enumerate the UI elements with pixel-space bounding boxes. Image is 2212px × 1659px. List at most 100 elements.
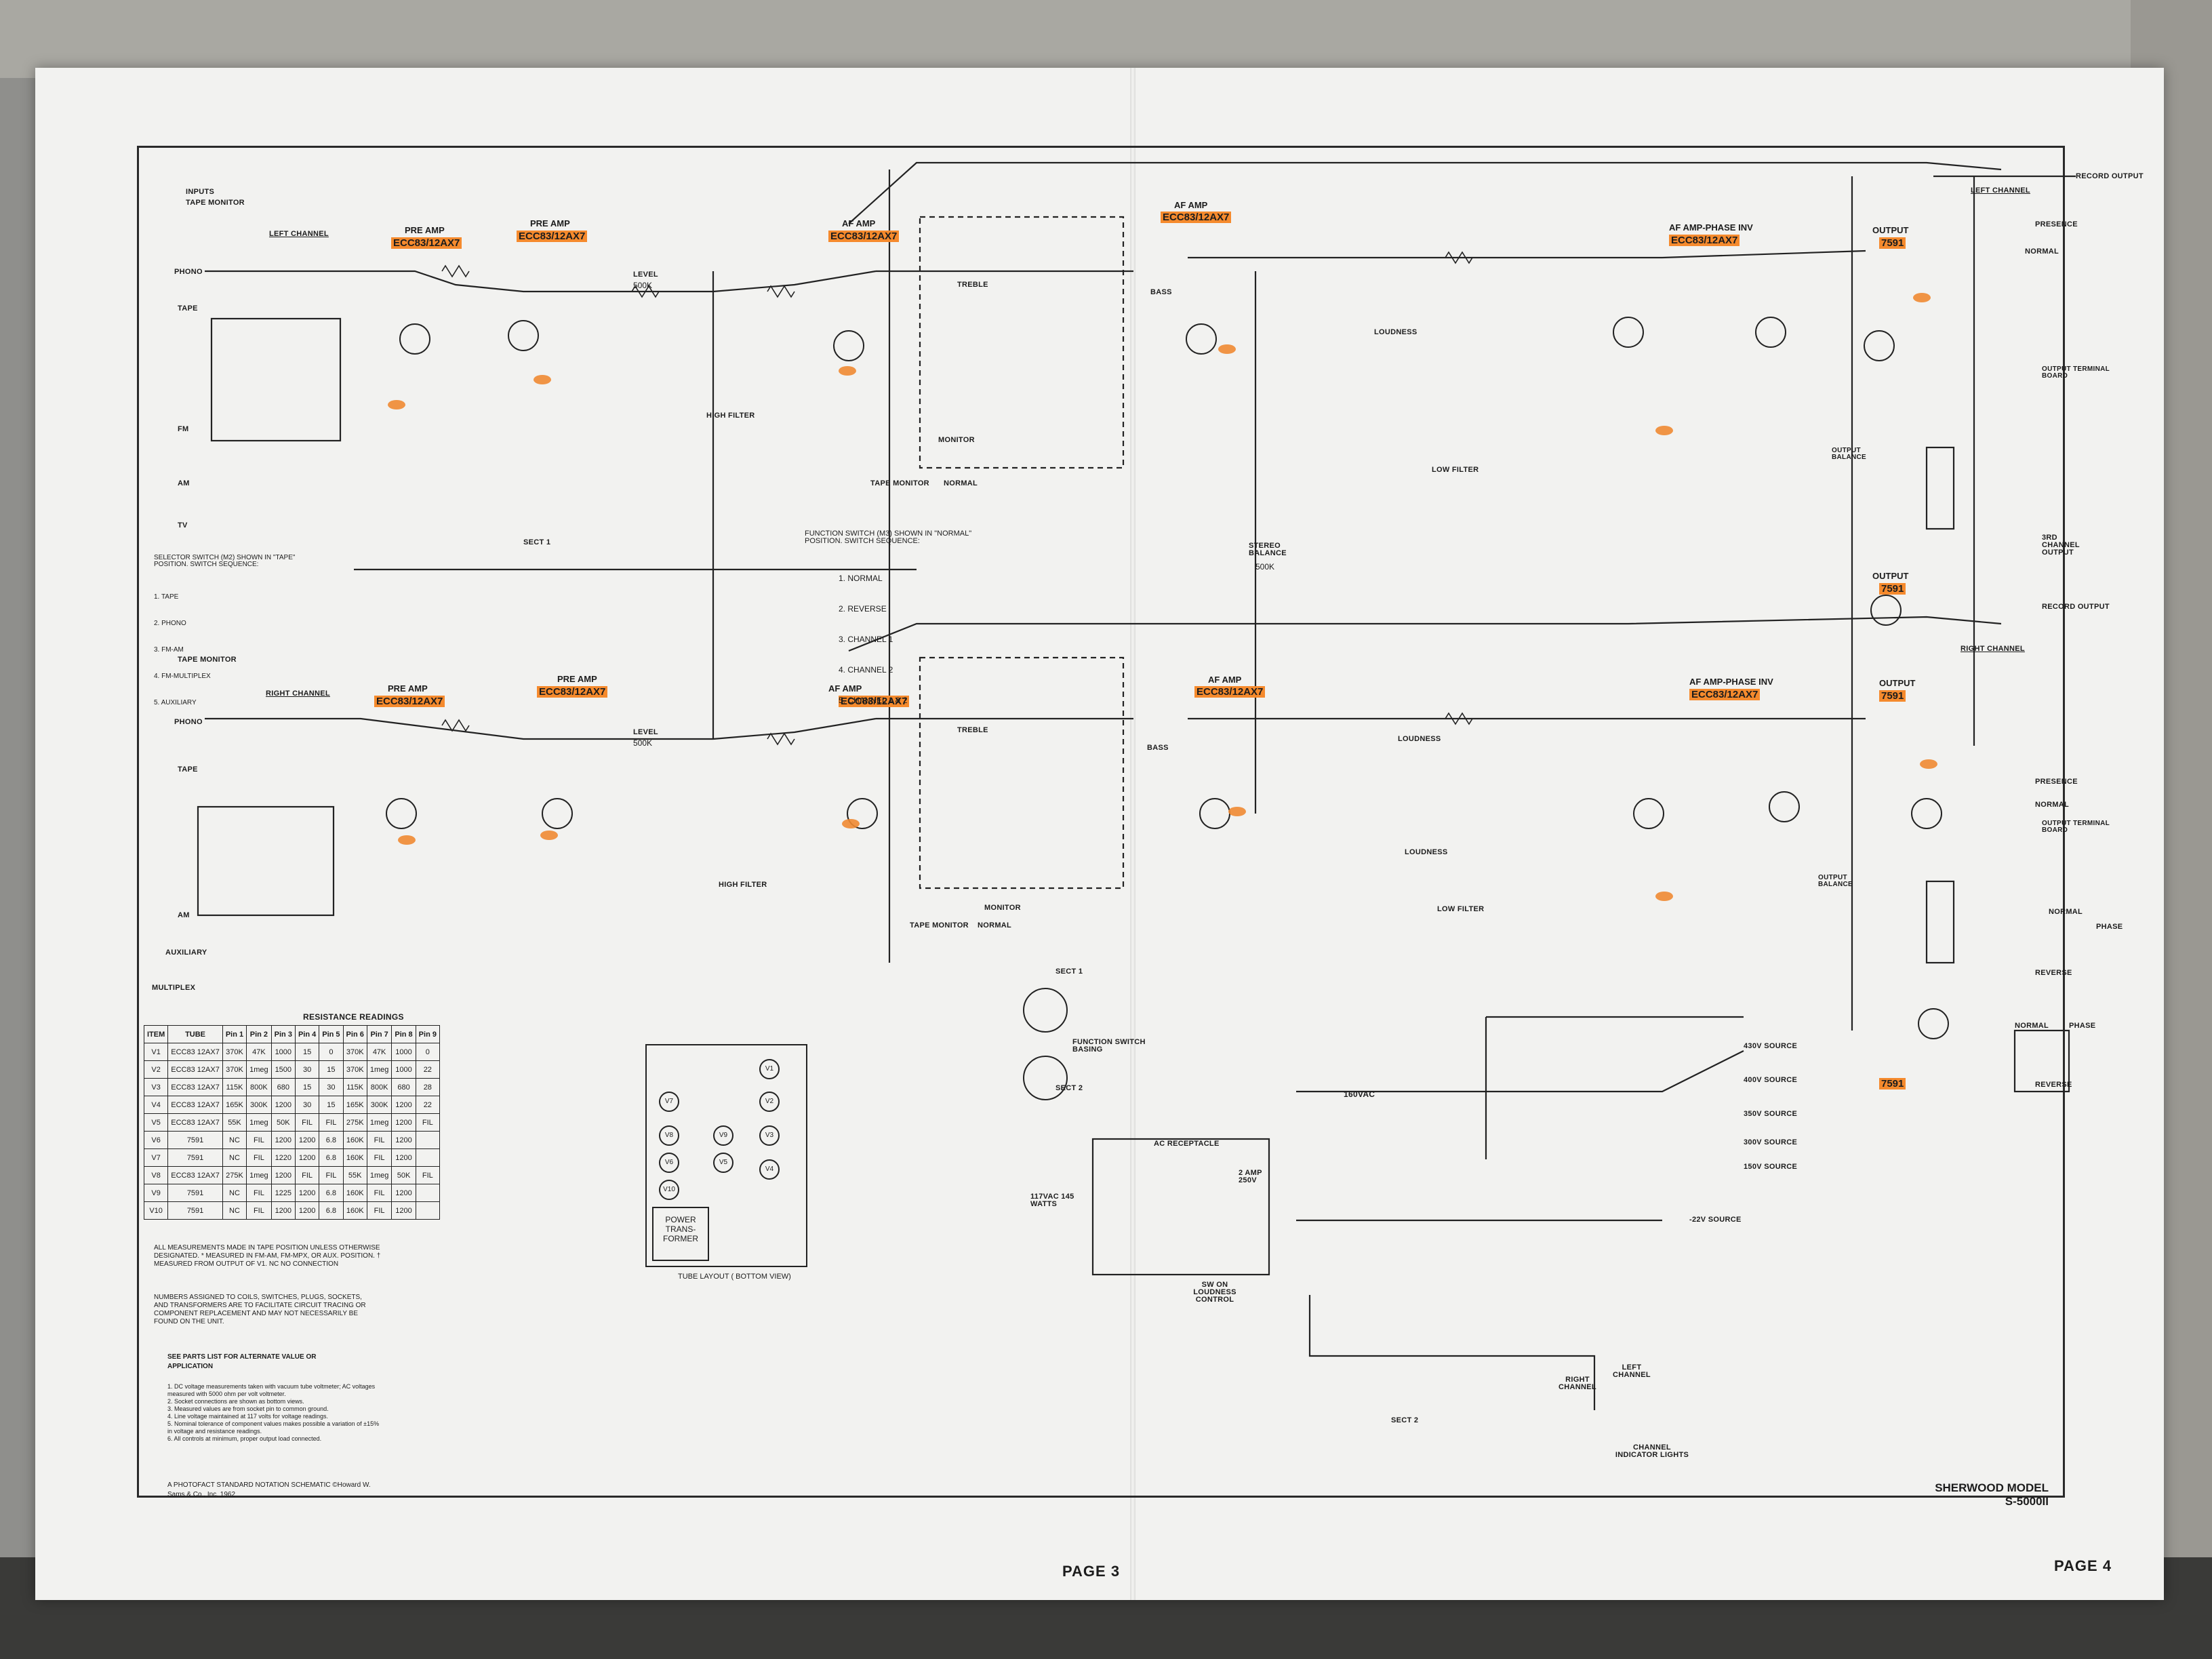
resistance-cell: 7591	[167, 1184, 223, 1202]
tube-v3	[833, 330, 864, 361]
source-300v: 300V SOURCE	[1744, 1138, 1798, 1146]
resistance-cell: ECC83 12AX7	[167, 1060, 223, 1079]
socket-v9: V9	[713, 1125, 733, 1146]
resistance-cell: FIL	[246, 1184, 272, 1202]
selector-item: 1. TAPE	[154, 593, 179, 601]
tube-v7	[1864, 330, 1895, 361]
resistance-cell: ECC83 12AX7	[167, 1078, 223, 1096]
resistance-col-header: TUBE	[167, 1025, 223, 1043]
voltage-highlight	[1218, 344, 1236, 354]
resistance-cell: 370K	[222, 1043, 247, 1061]
reverse-label: REVERSE	[2035, 969, 2072, 977]
resistance-cell: 30	[319, 1078, 344, 1096]
tube-v4r-type: ECC83/12AX7	[1194, 686, 1266, 698]
tube-v6	[1755, 317, 1786, 348]
tube-v4-type: ECC83/12AX7	[1161, 212, 1232, 223]
bass-label-right: BASS	[1147, 744, 1169, 752]
resistance-title: RESISTANCE READINGS	[303, 1012, 404, 1022]
resistance-cell: FIL	[415, 1166, 440, 1184]
resistance-cell: V9	[143, 1184, 169, 1202]
left-signal-line	[205, 270, 877, 293]
resistance-cell: 1200	[391, 1131, 416, 1149]
schematic-border	[137, 146, 2065, 1498]
level-value-right: 500K	[633, 738, 653, 748]
tube-v5	[1613, 317, 1644, 348]
tape-monitor-switch-label-right: TAPE MONITOR	[910, 921, 969, 930]
input-phono-right: PHONO	[174, 718, 203, 726]
normal-label-right: NORMAL	[978, 921, 1012, 930]
output-terminal-board-left: OUTPUT TERMINAL BOARD	[2042, 365, 2110, 380]
bass-label: BASS	[1150, 288, 1172, 296]
resistance-cell: FIL	[246, 1131, 272, 1149]
general-note: 1. DC voltage measurements taken with va…	[167, 1383, 376, 1397]
resistance-cell: 1200	[391, 1096, 416, 1114]
tube-v10	[1911, 798, 1942, 829]
loudness-label: LOUDNESS	[1374, 328, 1417, 336]
resistance-cell: 1meg	[246, 1113, 272, 1132]
resistance-cell: 22	[415, 1060, 440, 1079]
resistance-cell: 47K	[366, 1043, 393, 1061]
tube-v3r-type: ECC83/12AX7	[839, 696, 910, 707]
resistance-cell: 1meg	[366, 1166, 393, 1184]
resistance-cell: V7	[143, 1148, 169, 1167]
tube-v4r	[1199, 798, 1230, 829]
phase-inv-v8-label: AF AMP-PHASE INV	[1689, 677, 1773, 687]
function-switch-basing: FUNCTION SWITCH BASING	[1072, 1038, 1146, 1054]
resistance-cell: 15	[294, 1043, 320, 1061]
fs-sect1-label: SECT 1	[1055, 967, 1083, 976]
numbering-note: NUMBERS ASSIGNED TO COILS, SWITCHES, PLU…	[154, 1294, 366, 1325]
resistance-col-header: Pin 9	[415, 1025, 440, 1043]
output-transformer-right	[1925, 880, 1955, 964]
resistance-cell: V2	[143, 1060, 169, 1079]
right-signal-line	[205, 717, 877, 740]
tube-v10b	[1918, 1008, 1949, 1039]
tone-box-left	[919, 216, 1125, 469]
schematic-sheet: INPUTS TAPE MONITOR PHONO TAPE FM AM TV …	[35, 68, 2164, 1600]
resistance-cell: 22	[415, 1096, 440, 1114]
general-note: 6. All controls at minimum, proper outpu…	[167, 1435, 322, 1442]
source-400v: 400V SOURCE	[1744, 1076, 1798, 1084]
resistance-cell: 1500	[270, 1060, 296, 1079]
resistance-cell: ECC83 12AX7	[167, 1166, 223, 1184]
selector-switch-right	[197, 805, 335, 917]
normal-switch2-label: NORMAL	[2015, 1022, 2049, 1030]
output-v6-label: OUTPUT	[1872, 225, 1909, 235]
resistance-cell: 28	[415, 1078, 440, 1096]
resistance-cell: 1meg	[246, 1060, 272, 1079]
af-amp-v4-label: AF AMP	[1174, 200, 1208, 210]
resistance-cell: V1	[143, 1043, 169, 1061]
treble-label-right: TREBLE	[957, 726, 988, 734]
function-item: 5. CHANNEL 1 & 2	[839, 696, 908, 705]
phase-switch	[2013, 1029, 2070, 1093]
resistance-cell: 370K	[342, 1043, 367, 1061]
normal-left-label: NORMAL	[2025, 247, 2059, 256]
resistance-cell: 275K	[222, 1166, 247, 1184]
channel-indicator-label: CHANNEL INDICATOR LIGHTS	[1615, 1443, 1689, 1459]
resistance-cell: 1200	[391, 1113, 416, 1132]
resistance-cell: 1meg	[366, 1060, 393, 1079]
tube-v3-type: ECC83/12AX7	[828, 231, 900, 242]
general-note: 2. Socket connections are shown as botto…	[167, 1398, 304, 1405]
resistance-cell: 6.8	[319, 1148, 344, 1167]
low-filter-label-right: LOW FILTER	[1437, 905, 1485, 913]
source-150v: 150V SOURCE	[1744, 1163, 1798, 1171]
resistance-cell: NC	[222, 1148, 247, 1167]
source-350v: 350V SOURCE	[1744, 1110, 1798, 1118]
resistance-cell: 1225	[270, 1184, 296, 1202]
normal-label: NORMAL	[944, 479, 978, 487]
resistance-cell: 160K	[342, 1131, 367, 1149]
resistance-col-header: Pin 5	[319, 1025, 344, 1043]
output-balance-left: OUTPUT BALANCE	[1832, 447, 1866, 461]
selector-item: 5. AUXILIARY	[154, 699, 197, 706]
source-minus-22v: -22V SOURCE	[1689, 1216, 1742, 1224]
resistance-cell: FIL	[366, 1201, 393, 1220]
function-switch-sect2	[1023, 1056, 1068, 1100]
resistance-cell: 50K	[270, 1113, 296, 1132]
record-output-right: RECORD OUTPUT	[2042, 603, 2110, 611]
resistance-cell: 6.8	[319, 1184, 344, 1202]
